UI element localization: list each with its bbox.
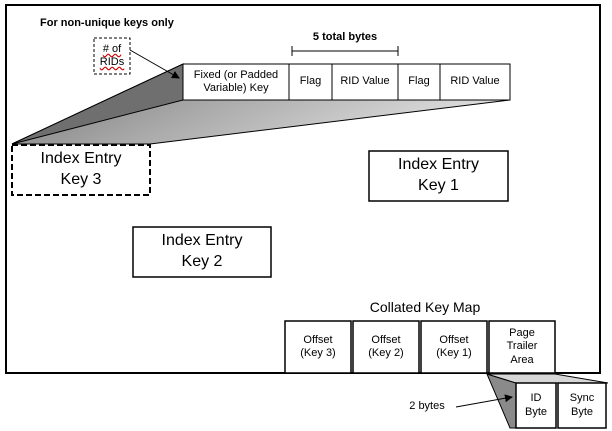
offset-key1-label: Offset (Key 1) [436,333,472,359]
rids-count-box [93,37,131,75]
index-entry-key1-box [368,150,509,202]
non-unique-note: For non-unique keys only [40,17,174,30]
offset-key2-label: Offset (Key 2) [368,333,404,359]
index-entry-key2-box [132,226,272,278]
trailer-callout-light [486,373,609,384]
offset-key3-cell [284,320,352,374]
rid-value-cell-2 [439,63,511,101]
key-map-row [284,320,556,374]
page-trailer-cell [488,320,556,374]
offset-key3-label: Offset (Key 3) [300,333,336,359]
flag-label-1: Flag [299,75,322,88]
id-byte-label: ID Byte [524,392,547,418]
key-field-label: Fixed (or Padded Variable) Key [193,68,279,94]
key-field-cell [182,63,290,101]
key-record-row [182,63,511,101]
flag-cell-1 [288,63,333,101]
total-bytes-bracket [291,46,399,56]
rids-count-label: # of RIDs [99,42,125,68]
total-bytes-label: 5 total bytes [312,31,378,44]
flag-label-2: Flag [408,75,430,88]
sync-byte-cell [557,382,607,429]
id-byte-cell [515,382,557,429]
index-entry-key3-box [11,144,151,196]
index-entry-key3-label: Index Entry Key 3 [40,150,122,188]
two-bytes-label: 2 bytes [409,400,445,413]
rid-value-label-2: RID Value [450,75,500,88]
key-map-title: Collated Key Map [369,298,481,315]
rid-value-label-1: RID Value [340,75,390,88]
offset-key1-cell [420,320,488,374]
rids-arrow [129,49,180,79]
sync-byte-label: Sync Byte [569,392,595,418]
offset-key2-cell [352,320,420,374]
index-entry-key2-label: Index Entry Key 2 [161,232,243,270]
page-trailer-label: Page Trailer Area [506,327,538,366]
two-bytes-arrow [455,394,513,408]
index-entry-key1-label: Index Entry Key 1 [398,156,479,194]
